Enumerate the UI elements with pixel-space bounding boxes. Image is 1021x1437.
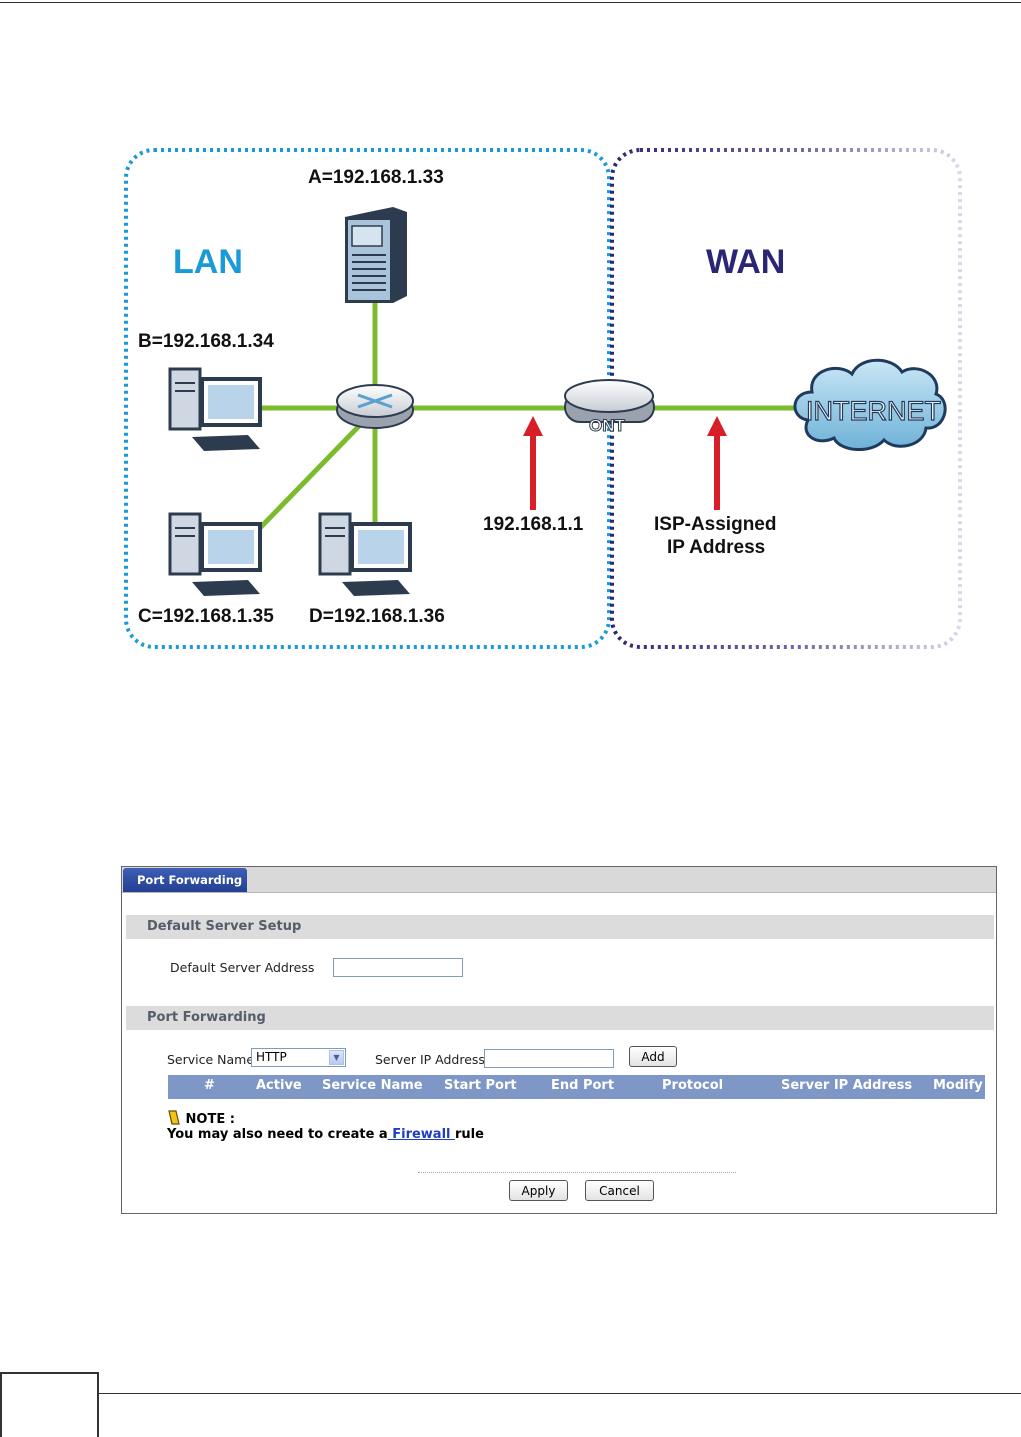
divider: [418, 1172, 736, 1173]
col-start-port: Start Port: [444, 1078, 517, 1093]
ont-label: ONT: [589, 416, 626, 435]
lan-zone-border: [124, 148, 611, 649]
lan-label: LAN: [173, 243, 243, 281]
network-links: [255, 297, 808, 533]
firewall-link[interactable]: Firewall: [387, 1127, 456, 1142]
computer-icon-b: [168, 367, 262, 451]
host-b-label: B=192.168.1.34: [138, 331, 274, 352]
service-name-value: HTTP: [256, 1050, 287, 1064]
default-server-section-title: Default Server Setup: [126, 915, 994, 939]
tab-bar: Port Forwarding: [122, 867, 996, 893]
default-server-address-input[interactable]: [333, 958, 463, 977]
rules-table-header: # Active Service Name Start Port End Por…: [168, 1075, 985, 1099]
port-forwarding-section-title: Port Forwarding: [126, 1006, 994, 1030]
note-suffix: rule: [455, 1127, 484, 1142]
arrow-isp-ip: [707, 416, 727, 510]
host-c-label: C=192.168.1.35: [138, 606, 274, 627]
col-server-ip: Server IP Address: [781, 1078, 913, 1093]
server-icon: [345, 207, 407, 303]
computer-icon-c: [168, 512, 262, 596]
isp-assigned-label: ISP-Assigned: [654, 514, 776, 535]
internet-label: INTERNET: [806, 396, 941, 426]
page-number-box: [0, 1372, 99, 1437]
chevron-down-icon[interactable]: ▼: [329, 1050, 344, 1065]
note-text: You may also need to create a Firewall r…: [167, 1127, 484, 1142]
arrow-router-ip: [523, 416, 543, 510]
top-rule: [0, 2, 1021, 3]
note-heading: NOTE :: [167, 1110, 235, 1127]
service-name-select[interactable]: HTTP ▼: [251, 1048, 346, 1067]
host-a-label: A=192.168.1.33: [308, 167, 444, 188]
service-name-label: Service Name: [167, 1052, 255, 1067]
col-end-port: End Port: [551, 1078, 615, 1093]
port-forwarding-panel: Port Forwarding Default Server Setup Def…: [121, 866, 997, 1214]
router-ip-label: 192.168.1.1: [483, 514, 584, 535]
server-ip-address-label: Server IP Address: [375, 1052, 485, 1067]
server-ip-address-input[interactable]: [484, 1049, 614, 1068]
col-active: Active: [256, 1078, 302, 1093]
wan-zone-border: [610, 148, 962, 649]
col-modify: Modify: [933, 1078, 983, 1093]
apply-button[interactable]: Apply: [509, 1180, 568, 1201]
col-protocol: Protocol: [662, 1078, 724, 1093]
note-title: NOTE :: [185, 1112, 235, 1127]
network-diagram: LAN WAN: [124, 148, 962, 649]
cancel-button[interactable]: Cancel: [585, 1180, 654, 1201]
computer-icon-d: [318, 512, 412, 596]
tab-port-forwarding[interactable]: Port Forwarding: [123, 868, 247, 892]
note-prefix: You may also need to create a: [167, 1127, 388, 1142]
host-d-label: D=192.168.1.36: [309, 606, 445, 627]
ip-address-label: IP Address: [667, 537, 765, 558]
note-icon: [168, 1110, 180, 1125]
router-icon: [336, 384, 414, 429]
link-pc-c: [255, 422, 363, 533]
col-index: #: [204, 1078, 215, 1093]
default-server-address-label: Default Server Address: [170, 960, 315, 975]
internet-cloud-icon: INTERNET: [793, 358, 947, 452]
bottom-rule: [98, 1393, 1021, 1394]
col-service-name: Service Name: [322, 1078, 423, 1093]
wan-label: WAN: [706, 243, 785, 281]
add-button[interactable]: Add: [629, 1046, 677, 1067]
ont-icon: ONT: [564, 379, 655, 436]
